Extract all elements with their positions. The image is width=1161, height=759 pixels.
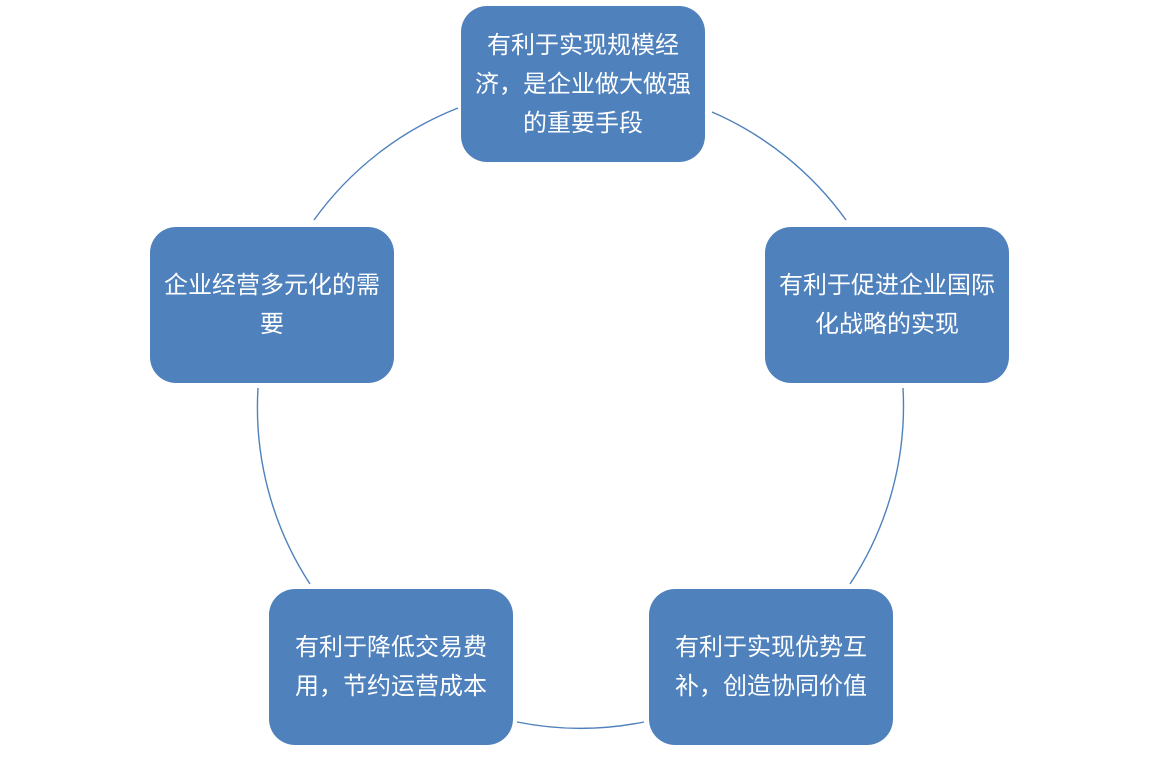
- cycle-node-label: 有利于实现规模经济，是企业做大做强的重要手段: [475, 30, 691, 137]
- connector-arc-1-2: [711, 111, 847, 221]
- connector-arc-3-4: [516, 721, 645, 729]
- connector-arc-4-5: [256, 387, 311, 585]
- connector-arc-2-3: [849, 387, 905, 585]
- cycle-node-label: 有利于促进企业国际化战略的实现: [779, 271, 995, 338]
- cycle-node-label: 有利于实现优势互补，创造协同价值: [675, 633, 867, 700]
- cycle-node-economies-of-scale: 有利于实现规模经济，是企业做大做强的重要手段: [461, 6, 705, 162]
- cycle-node-internationalization: 有利于促进企业国际化战略的实现: [765, 227, 1009, 383]
- connector-arc-5-1: [313, 107, 459, 221]
- cycle-node-label: 企业经营多元化的需要: [164, 271, 380, 338]
- cycle-node-diversification: 企业经营多元化的需要: [150, 227, 394, 383]
- cycle-node-label: 有利于降低交易费用，节约运营成本: [295, 633, 487, 700]
- cycle-node-transaction-cost: 有利于降低交易费用，节约运营成本: [269, 589, 513, 745]
- cycle-node-synergy: 有利于实现优势互补，创造协同价值: [649, 589, 893, 745]
